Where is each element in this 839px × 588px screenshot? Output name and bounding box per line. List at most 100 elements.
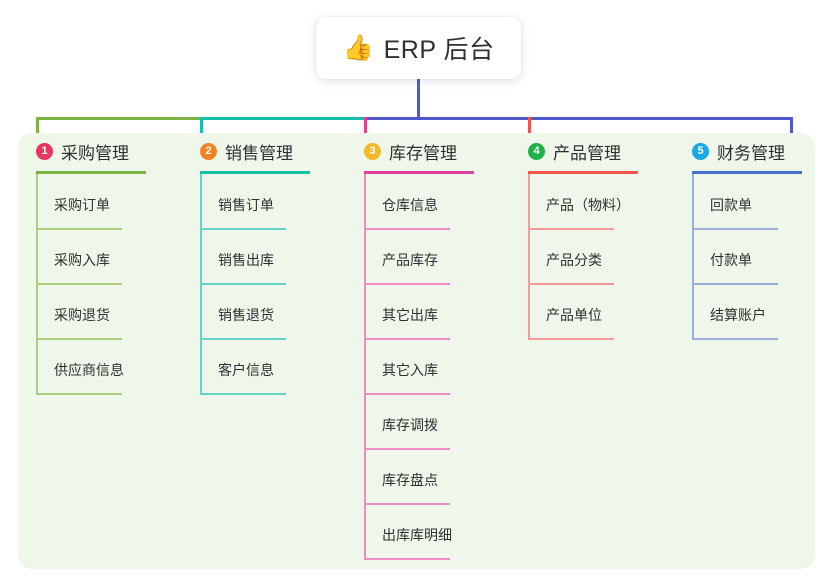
- branch-item[interactable]: 产品分类: [510, 229, 674, 285]
- branch-number-badge: 5: [692, 143, 709, 160]
- branch-item[interactable]: 产品（物料）: [510, 174, 674, 230]
- branch-item-label: 客户信息: [218, 362, 274, 378]
- branch-item[interactable]: 其它出库: [346, 284, 510, 340]
- branch-item-label: 结算账户: [710, 307, 766, 323]
- branch-item-rule: [364, 503, 450, 505]
- branch-header[interactable]: 5 财务管理: [674, 133, 838, 179]
- branch-item-rule: [200, 283, 286, 285]
- branch-item-rule: [692, 338, 778, 340]
- branch-number-badge: 3: [364, 143, 381, 160]
- branch-item-rule: [200, 393, 286, 395]
- branch-item[interactable]: 库存调拨: [346, 394, 510, 450]
- branch-item-rule: [36, 338, 122, 340]
- branch-item-list: 回款单付款单结算账户: [674, 174, 838, 340]
- branch-item-rule: [528, 228, 614, 230]
- connector-drop-2: [200, 117, 203, 145]
- branch-item-rule: [364, 448, 450, 450]
- branch-item-label: 仓库信息: [382, 197, 438, 213]
- branch-item[interactable]: 结算账户: [674, 284, 838, 340]
- branch-item[interactable]: 采购订单: [18, 174, 182, 230]
- branch-header[interactable]: 1 采购管理: [18, 133, 182, 179]
- branch-item-label: 回款单: [710, 197, 752, 213]
- root-node[interactable]: 👍 ERP 后台: [316, 17, 521, 79]
- branch-item[interactable]: 采购入库: [18, 229, 182, 285]
- branch-number-badge: 4: [528, 143, 545, 160]
- branch-item[interactable]: 回款单: [674, 174, 838, 230]
- branch-title: 财务管理: [717, 144, 785, 163]
- branch-item-label: 采购入库: [54, 252, 110, 268]
- branch-header-rule: [692, 171, 802, 174]
- branch-item[interactable]: 付款单: [674, 229, 838, 285]
- branch-item-label: 采购订单: [54, 197, 110, 213]
- connector-root-stem: [417, 79, 420, 118]
- branch-header-rule: [364, 171, 474, 174]
- branch-header[interactable]: 4 产品管理: [510, 133, 674, 179]
- branch-item-rule: [364, 393, 450, 395]
- branch-item[interactable]: 产品库存: [346, 229, 510, 285]
- branch-column-2: 2 销售管理销售订单销售出库销售退货客户信息: [182, 133, 346, 395]
- branch-item-rule: [200, 338, 286, 340]
- branch-header[interactable]: 3 库存管理: [346, 133, 510, 179]
- branch-title: 采购管理: [61, 144, 129, 163]
- branch-item-list: 销售订单销售出库销售退货客户信息: [182, 174, 346, 395]
- branch-header[interactable]: 2 销售管理: [182, 133, 346, 179]
- branch-item-label: 其它入库: [382, 362, 438, 378]
- branch-item-label: 库存盘点: [382, 472, 438, 488]
- branch-item-rule: [364, 228, 450, 230]
- branch-item-list: 产品（物料） 产品分类产品单位: [510, 174, 674, 340]
- branch-item[interactable]: 销售订单: [182, 174, 346, 230]
- branch-item[interactable]: 仓库信息: [346, 174, 510, 230]
- branch-spine: [528, 174, 530, 339]
- branch-item-label: 销售退货: [218, 307, 274, 323]
- branch-item[interactable]: 其它入库: [346, 339, 510, 395]
- branch-header-rule: [200, 171, 310, 174]
- connector-bus-segment-4: [692, 117, 792, 120]
- branch-title: 产品管理: [553, 144, 621, 163]
- branch-item-rule: [36, 283, 122, 285]
- branch-spine: [692, 174, 694, 339]
- branch-item-rule: [36, 228, 122, 230]
- branch-item-label: 供应商信息: [54, 362, 124, 378]
- branch-header-rule: [36, 171, 146, 174]
- branch-item-rule: [692, 228, 778, 230]
- branch-item-label: 产品（物料）: [546, 197, 630, 213]
- branch-item-label: 产品分类: [546, 252, 602, 268]
- branch-item-rule: [200, 228, 286, 230]
- branch-item-label: 采购退货: [54, 307, 110, 323]
- branch-column-5: 5 财务管理回款单付款单结算账户: [674, 133, 838, 340]
- branch-item-label: 其它出库: [382, 307, 438, 323]
- branch-item-label: 库存调拨: [382, 417, 438, 433]
- branch-panel: 1 采购管理采购订单采购入库采购退货供应商信息 2 销售管理销售订单销售出库销售退货客…: [18, 133, 815, 569]
- branch-spine: [364, 174, 366, 559]
- connector-drop-5: [790, 117, 793, 145]
- branch-item-list: 采购订单采购入库采购退货供应商信息: [18, 174, 182, 395]
- branch-item[interactable]: 库存盘点: [346, 449, 510, 505]
- branch-item-rule: [692, 283, 778, 285]
- branch-number-badge: 2: [200, 143, 217, 160]
- branch-column-1: 1 采购管理采购订单采购入库采购退货供应商信息: [18, 133, 182, 395]
- branch-item[interactable]: 销售退货: [182, 284, 346, 340]
- branch-item-rule: [364, 558, 450, 560]
- connector-drop-1: [36, 117, 39, 145]
- branch-column-4: 4 产品管理产品（物料） 产品分类产品单位: [510, 133, 674, 340]
- branch-item[interactable]: 销售出库: [182, 229, 346, 285]
- connector-drop-4: [528, 117, 531, 145]
- branch-title: 库存管理: [389, 144, 457, 163]
- branch-item-rule: [364, 338, 450, 340]
- branch-item[interactable]: 产品单位: [510, 284, 674, 340]
- root-title: ERP 后台: [383, 36, 495, 64]
- connector-bus-segment-1: [36, 117, 202, 120]
- branch-item[interactable]: 采购退货: [18, 284, 182, 340]
- branch-item[interactable]: 供应商信息: [18, 339, 182, 395]
- thumbs-up-icon: 👍: [342, 33, 374, 62]
- branch-item[interactable]: 客户信息: [182, 339, 346, 395]
- branch-item-label: 销售出库: [218, 252, 274, 268]
- branch-number-badge: 1: [36, 143, 53, 160]
- branch-item-rule: [528, 338, 614, 340]
- branch-item-label: 出库库明细: [382, 527, 452, 543]
- branch-item[interactable]: 出库库明细: [346, 504, 510, 560]
- branch-title: 销售管理: [225, 144, 293, 163]
- branch-header-rule: [528, 171, 638, 174]
- branch-item-label: 销售订单: [218, 197, 274, 213]
